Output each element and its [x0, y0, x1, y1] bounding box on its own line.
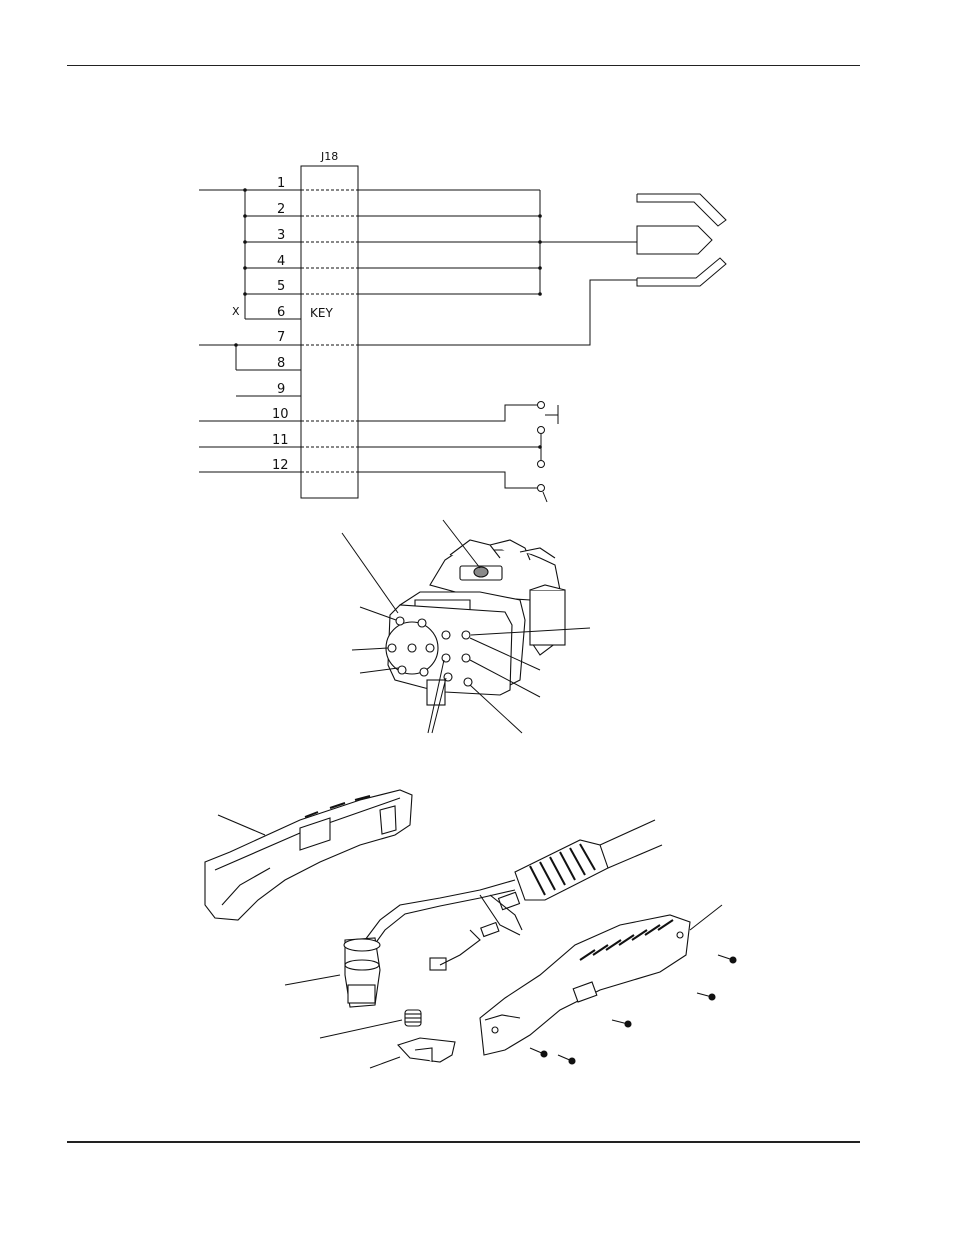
torch-head-symbol — [636, 193, 727, 287]
pin-label-8: 8 — [277, 356, 285, 371]
junction-dots — [234, 188, 542, 449]
torch-lead-cable — [599, 819, 663, 869]
wiring-schematic — [199, 165, 727, 503]
pin-label-5: 5 — [277, 279, 285, 294]
pin-label-1: 1 — [277, 176, 285, 191]
pin-label-11: 11 — [272, 433, 289, 448]
torch-exploded-view — [204, 789, 737, 1065]
pin-number-labels: 1 2 3 4 5 6 7 8 9 10 11 12 — [272, 176, 289, 473]
left-handle-half — [204, 789, 413, 921]
pin-label-10: 10 — [272, 407, 289, 422]
screws — [529, 954, 737, 1065]
exploded-callout-leaders — [284, 904, 723, 1069]
connector-j18-body — [300, 165, 359, 499]
lead-wires — [364, 879, 523, 971]
pin-label-2: 2 — [277, 202, 285, 217]
pin-label-4: 4 — [277, 254, 285, 269]
connector-dashed-lines — [301, 189, 358, 473]
footer-rule — [67, 1141, 860, 1143]
right-handle-half — [479, 914, 691, 1056]
strain-relief-boot — [514, 839, 609, 901]
torch-head-body — [343, 937, 381, 1008]
connector-label: J18 — [320, 150, 338, 163]
key-label: KEY — [310, 306, 333, 320]
connector-plug-illustration — [385, 539, 566, 706]
pin-label-6: 6 — [277, 305, 285, 320]
header-rule — [67, 65, 860, 66]
spring-part — [404, 1009, 422, 1027]
pin-label-12: 12 — [272, 458, 289, 473]
pin-label-9: 9 — [277, 382, 285, 397]
pin-label-3: 3 — [277, 228, 285, 243]
x-label: X — [232, 305, 240, 318]
trigger-part — [397, 1037, 456, 1063]
connector-callout-leaders — [341, 519, 591, 734]
pin-label-7: 7 — [277, 330, 285, 345]
latch-indicator — [473, 566, 489, 578]
